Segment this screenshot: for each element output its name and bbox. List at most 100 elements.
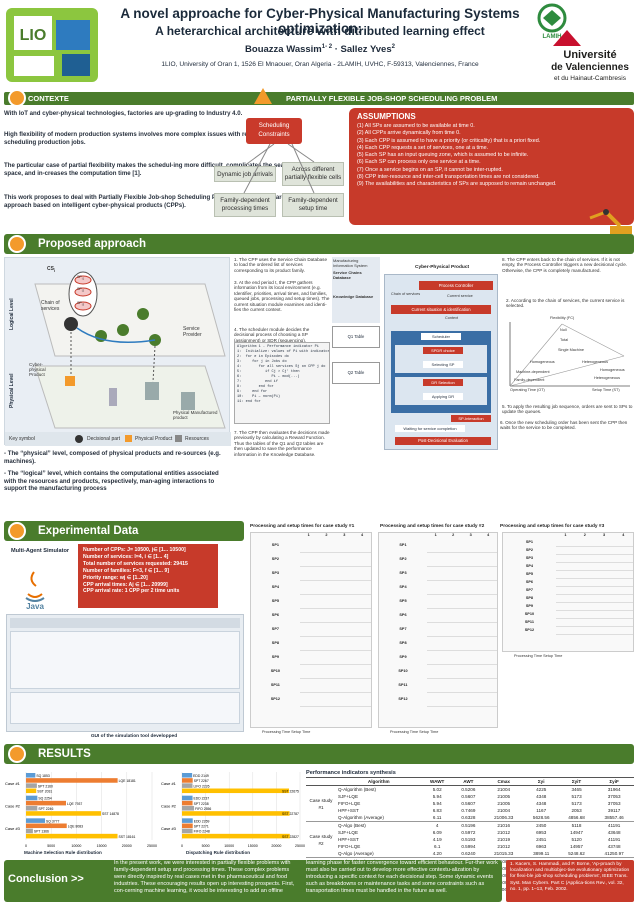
table-cell: 0.5193 bbox=[461, 837, 476, 842]
table-cell: 41191 bbox=[607, 837, 621, 842]
table-row: SP7 bbox=[379, 622, 497, 637]
table-row: SP11 bbox=[251, 678, 371, 693]
problem-header: PARTIALLY FLEXIBLE JOB-SHOP SCHEDULING P… bbox=[246, 92, 634, 105]
flexibility-title: Flexibility (FC) bbox=[550, 316, 575, 320]
bar bbox=[26, 788, 37, 794]
table-cell: 0.5607 bbox=[461, 801, 476, 806]
conclusion-bar bbox=[4, 860, 502, 902]
table-row: SP9 bbox=[379, 650, 497, 665]
flexibility-diagram: Flexibility (FC) Null Total Single Machi… bbox=[509, 316, 630, 392]
table-row: SP5 bbox=[503, 570, 633, 579]
bar bbox=[26, 823, 67, 829]
results-header: RESULTS bbox=[4, 744, 634, 764]
step-3: 3. At the end period t, the CPP gathers … bbox=[234, 280, 330, 313]
column-header: Σyi bbox=[523, 777, 559, 786]
col-header: 1 bbox=[307, 533, 310, 537]
lightbulb-icon bbox=[8, 89, 26, 107]
table-row: SP8 bbox=[251, 636, 371, 651]
table-cell: 2451 bbox=[536, 837, 547, 842]
bar-label: LQE 18181 bbox=[119, 779, 136, 783]
table-row: SP12 bbox=[251, 692, 371, 707]
table-row: SP6 bbox=[503, 578, 633, 587]
context-heading: CONTEXTE bbox=[28, 94, 69, 103]
q1-table: Q1 Table bbox=[332, 326, 380, 348]
bar-label: EDD 2237 bbox=[194, 797, 210, 801]
key-symbol: Key symbol bbox=[9, 436, 35, 442]
bar bbox=[26, 806, 38, 811]
dr-selection: DR Selection bbox=[423, 379, 463, 386]
bar-label: LQE 8083 bbox=[68, 824, 83, 828]
dynamic-job-arrivals: Dynamic job arrivals bbox=[214, 166, 276, 182]
bar-label: SST 18161 bbox=[119, 835, 136, 839]
col-header: 4 bbox=[622, 533, 625, 537]
table-row: SP6 bbox=[379, 608, 497, 623]
author-2: · Sallez Yves bbox=[332, 44, 392, 56]
col-header: 2 bbox=[583, 533, 586, 537]
manufacturing-info-system: Manufacturing Information System Service… bbox=[332, 257, 380, 323]
case3-title: Processing and setup times for case stud… bbox=[500, 524, 605, 529]
experiment-parameters: Number of CPPs: J= 10500, j∈ [1... 10500… bbox=[78, 544, 218, 608]
table-cell: 2053 bbox=[571, 808, 582, 813]
table-cell: 4348 bbox=[536, 794, 547, 799]
table-row: SP9 bbox=[503, 602, 633, 611]
table-cell: 21004 bbox=[497, 787, 511, 792]
bar bbox=[26, 833, 118, 839]
table-cell: 21019 bbox=[497, 837, 511, 842]
bar bbox=[182, 778, 193, 783]
table-cell: 0.5972 bbox=[461, 830, 476, 835]
step-7: 7. The CPP then evaluates the decisions … bbox=[234, 430, 330, 457]
bullet-logical: - The “logical” level, which contains th… bbox=[4, 470, 219, 493]
gui-caption: GUI of the simulation tool developped bbox=[90, 734, 178, 739]
table-row: SP8 bbox=[379, 636, 497, 651]
bar bbox=[26, 783, 37, 788]
assumption-8: (8) CPP inter-resource and inter-cell tr… bbox=[357, 174, 540, 181]
table-cell: 6953 bbox=[536, 830, 547, 835]
table-row: SP10 bbox=[251, 664, 371, 679]
table-row: SP3 bbox=[503, 554, 633, 563]
table-cell: 37053 bbox=[607, 801, 621, 806]
table-cell: 21006.33 bbox=[494, 815, 514, 820]
bullet-physical: - The “physical” level, composed of phys… bbox=[4, 450, 221, 465]
physical-product-label: Physical Manufactured product bbox=[173, 410, 218, 420]
column-header: AWT bbox=[452, 777, 484, 786]
table-cell: 21012 bbox=[497, 844, 511, 849]
x-tick-label: 25000 bbox=[295, 844, 305, 848]
col-header: 2 bbox=[452, 533, 455, 537]
lamih-logo-text: LAMIH bbox=[543, 34, 562, 40]
table-cell: 5120 bbox=[571, 837, 582, 842]
case2-title: Processing and setup times for case stud… bbox=[380, 524, 485, 529]
bar-label: FIFO 2556 bbox=[195, 807, 211, 811]
table-cell: 0.6328 bbox=[461, 815, 476, 820]
case2-footer: Processing Time Setup Time bbox=[390, 730, 439, 734]
poster-subtitle: A heterarchical architecture with ditrib… bbox=[155, 24, 485, 38]
table-cell: 2450 bbox=[523, 821, 559, 829]
experimental-header: Experimental Data bbox=[4, 521, 244, 541]
knowledge-db: Knowledge Database bbox=[333, 294, 374, 299]
col-header: 1 bbox=[434, 533, 437, 537]
table-cell: Q-Algo (Average) bbox=[338, 851, 374, 856]
bar bbox=[26, 778, 118, 783]
author-1: Bouazza Wassim bbox=[245, 44, 322, 56]
col-header: 4 bbox=[361, 533, 364, 537]
simulator-gui-screenshot bbox=[6, 614, 244, 732]
table-row: SP1 bbox=[503, 538, 633, 547]
table-cell: SJF+LQE bbox=[338, 830, 359, 835]
bar bbox=[182, 828, 193, 834]
author-1-sup: 1- 2 bbox=[321, 44, 333, 50]
bar-label: SPT 2246 bbox=[38, 807, 53, 811]
category-label: Case #1 bbox=[161, 781, 177, 786]
x-tick-label: 10000 bbox=[224, 844, 234, 848]
bar bbox=[26, 828, 33, 834]
table-cell: 14947 bbox=[570, 830, 583, 835]
table-cell: 14957 bbox=[570, 844, 583, 849]
table-row: SP11 bbox=[379, 678, 497, 693]
